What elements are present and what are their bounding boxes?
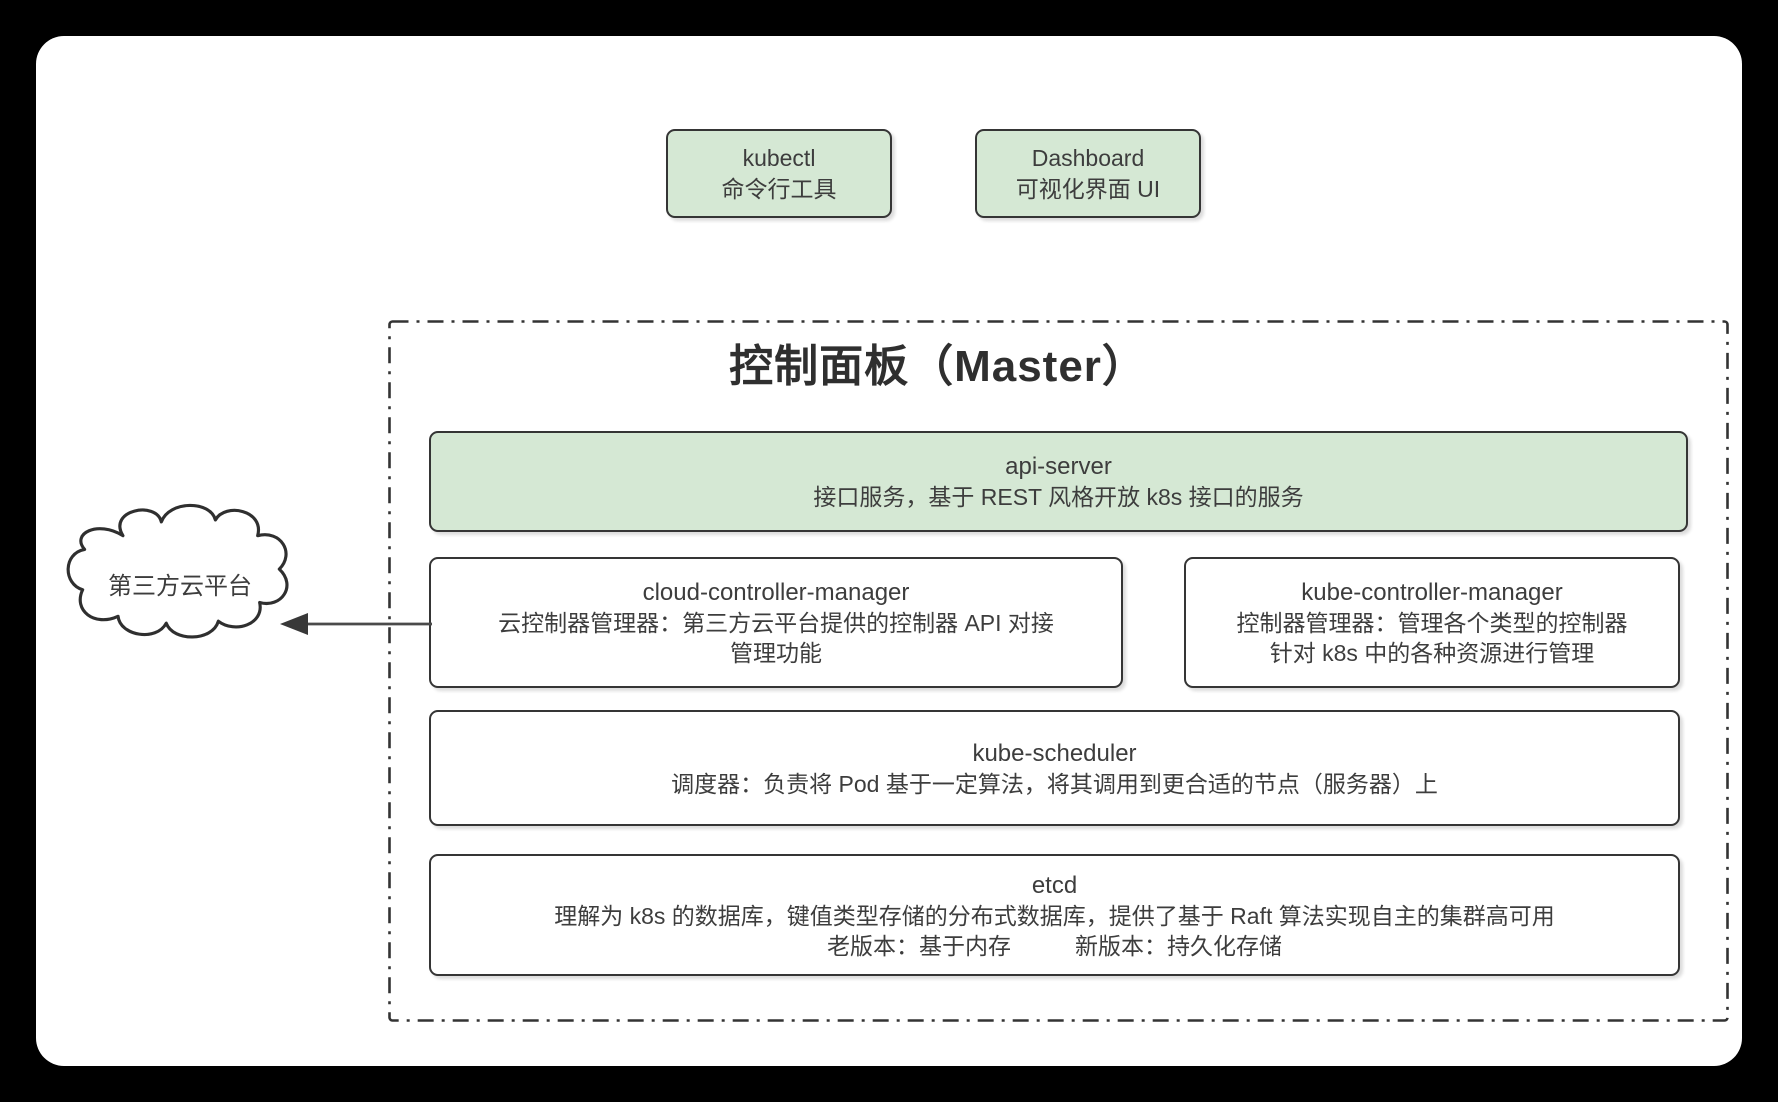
api-server-node: api-server 接口服务，基于 REST 风格开放 k8s 接口的服务: [429, 431, 1688, 532]
api-server-title: api-server: [1005, 453, 1112, 480]
master-panel-title: 控制面板（Master）: [729, 342, 1147, 391]
kube-scheduler-node: kube-scheduler 调度器：负责将 Pod 基于一定算法，将其调用到更…: [429, 710, 1680, 826]
kube-scheduler-desc: 调度器：负责将 Pod 基于一定算法，将其调用到更合适的节点（服务器）上: [671, 770, 1438, 797]
cloud-controller-manager-desc-line1: 云控制器管理器：第三方云平台提供的控制器 API 对接: [498, 610, 1054, 636]
dashboard-node-title: Dashboard: [1031, 144, 1145, 171]
kubectl-node-subtitle: 命令行工具: [721, 175, 837, 202]
master-panel: 控制面板（Master） api-server 接口服务，基于 REST 风格开…: [388, 320, 1729, 1022]
kube-controller-manager-desc-line1: 控制器管理器：管理各个类型的控制器: [1236, 610, 1628, 636]
kube-scheduler-title: kube-scheduler: [972, 739, 1137, 767]
arrow-ccm-to-cloud: [280, 606, 432, 642]
etcd-new-version: 新版本：持久化存储: [1075, 932, 1282, 959]
kubectl-node-title: kubectl: [742, 144, 816, 171]
kube-controller-manager-title: kube-controller-manager: [1301, 579, 1563, 606]
kube-controller-manager-desc-line2: 针对 k8s 中的各种资源进行管理: [1269, 640, 1595, 666]
etcd-title: etcd: [1031, 871, 1078, 899]
cloud-controller-manager-node: cloud-controller-manager 云控制器管理器：第三方云平台提…: [429, 557, 1123, 688]
left-arrow-icon: [280, 613, 432, 635]
dashboard-node-subtitle: 可视化界面 UI: [1015, 175, 1161, 202]
etcd-node: etcd 理解为 k8s 的数据库，键值类型存储的分布式数据库，提供了基于 Ra…: [429, 854, 1680, 976]
cloud-controller-manager-title: cloud-controller-manager: [642, 579, 910, 606]
etcd-old-version: 老版本：基于内存: [827, 932, 1011, 959]
cloud-controller-manager-desc-line2: 管理功能: [730, 640, 822, 666]
third-party-cloud-node: 第三方云平台: [62, 488, 298, 662]
etcd-desc: 理解为 k8s 的数据库，键值类型存储的分布式数据库，提供了基于 Raft 算法…: [554, 902, 1555, 929]
etcd-versions-row: 老版本：基于内存 新版本：持久化存储: [827, 931, 1282, 961]
cloud-icon: [66, 503, 289, 639]
kube-controller-manager-node: kube-controller-manager 控制器管理器：管理各个类型的控制…: [1184, 557, 1680, 688]
master-panel-dash-dot-border: [388, 320, 1729, 1022]
diagram-canvas: kubectl 命令行工具 Dashboard 可视化界面 UI 控制面板（Ma…: [36, 36, 1742, 1066]
kubectl-node: kubectl 命令行工具: [666, 129, 892, 218]
third-party-cloud-label: 第三方云平台: [108, 573, 252, 600]
dashboard-node: Dashboard 可视化界面 UI: [975, 129, 1201, 218]
api-server-desc: 接口服务，基于 REST 风格开放 k8s 接口的服务: [813, 484, 1304, 510]
